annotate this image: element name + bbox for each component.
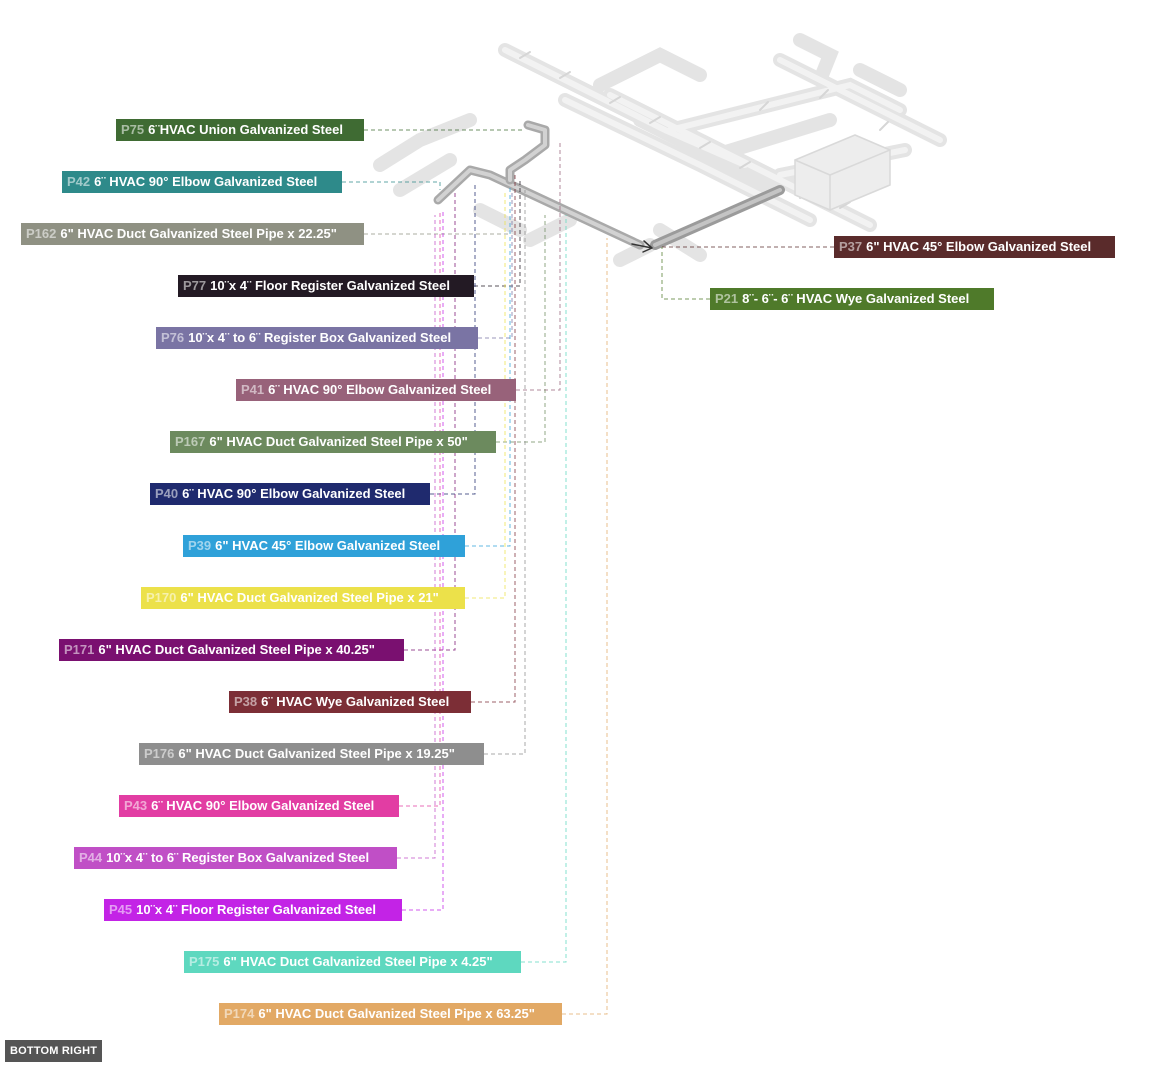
part-code: P75 bbox=[121, 122, 145, 137]
part-code: P77 bbox=[183, 278, 207, 293]
part-name: 6" HVAC 45° Elbow Galvanized Steel bbox=[866, 239, 1092, 254]
part-code: P76 bbox=[161, 330, 185, 345]
leader-p176 bbox=[484, 190, 526, 755]
part-name: 10¨x 4¨ Floor Register Galvanized Steel bbox=[210, 278, 450, 293]
background-ductwork bbox=[373, 33, 947, 267]
part-code: P167 bbox=[175, 434, 206, 449]
leader-p171 bbox=[404, 190, 456, 651]
leader-p162 bbox=[364, 233, 511, 235]
leader-p174 bbox=[562, 238, 608, 1015]
part-name: 6" HVAC Duct Galvanized Steel Pipe x 50" bbox=[209, 434, 468, 449]
part-name: 6¨ HVAC 90° Elbow Galvanized Steel bbox=[151, 798, 375, 813]
part-name: 6" HVAC Duct Galvanized Steel Pipe x 4.2… bbox=[223, 954, 493, 969]
leader-p45 bbox=[402, 210, 444, 911]
leader-p175 bbox=[521, 215, 567, 963]
part-name: 10¨x 4¨ to 6¨ Register Box Galvanized St… bbox=[188, 330, 452, 345]
part-name: 6¨ HVAC 90° Elbow Galvanized Steel bbox=[268, 382, 492, 397]
part-name: 6¨ HVAC 90° Elbow Galvanized Steel bbox=[182, 486, 406, 501]
leader-p41 bbox=[516, 140, 561, 391]
part-code: P41 bbox=[241, 382, 265, 397]
part-name: 6" HVAC Duct Galvanized Steel Pipe x 63.… bbox=[258, 1006, 535, 1021]
leader-p42 bbox=[342, 181, 441, 190]
part-code: P176 bbox=[144, 746, 175, 761]
leader-p77 bbox=[474, 178, 521, 287]
part-code: P162 bbox=[26, 226, 57, 241]
part-name: 6¨ HVAC Wye Galvanized Steel bbox=[261, 694, 450, 709]
part-code: P38 bbox=[234, 694, 258, 709]
leader-lines bbox=[342, 129, 834, 1015]
part-code: P45 bbox=[109, 902, 133, 917]
leader-p39 bbox=[465, 185, 511, 547]
part-code: P40 bbox=[155, 486, 179, 501]
part-code: P174 bbox=[224, 1006, 255, 1021]
equipment-unit bbox=[794, 134, 891, 211]
part-name: 10¨x 4¨ to 6¨ Register Box Galvanized St… bbox=[106, 850, 370, 865]
part-name: 8¨- 6¨- 6¨ HVAC Wye Galvanized Steel bbox=[742, 291, 970, 306]
leader-p170 bbox=[465, 190, 506, 599]
part-name: 6" HVAC 45° Elbow Galvanized Steel bbox=[215, 538, 441, 553]
part-name: 6" HVAC Duct Galvanized Steel Pipe x 40.… bbox=[98, 642, 375, 657]
leader-p44 bbox=[397, 215, 436, 859]
part-code: P171 bbox=[64, 642, 95, 657]
part-code: P175 bbox=[189, 954, 220, 969]
leader-p167 bbox=[496, 215, 546, 443]
part-code: P44 bbox=[79, 850, 103, 865]
highlighted-duct-run bbox=[433, 120, 785, 253]
part-name: 6¨HVAC Union Galvanized Steel bbox=[148, 122, 343, 137]
part-name: 6" HVAC Duct Galvanized Steel Pipe x 19.… bbox=[178, 746, 455, 761]
part-code: P170 bbox=[146, 590, 177, 605]
part-code: P21 bbox=[715, 291, 739, 306]
part-code: P42 bbox=[67, 174, 91, 189]
part-name: 6" HVAC Duct Galvanized Steel Pipe x 22.… bbox=[60, 226, 337, 241]
part-code: P39 bbox=[188, 538, 212, 553]
view-corner-label: BOTTOM RIGHT bbox=[5, 1040, 103, 1062]
part-code: P43 bbox=[124, 798, 148, 813]
leader-p40 bbox=[430, 185, 476, 495]
part-code: P37 bbox=[839, 239, 863, 254]
leader-p43 bbox=[399, 210, 441, 807]
leader-p38 bbox=[471, 175, 516, 703]
part-name: 6" HVAC Duct Galvanized Steel Pipe x 21" bbox=[180, 590, 439, 605]
part-name: 6¨ HVAC 90° Elbow Galvanized Steel bbox=[94, 174, 318, 189]
leader-p21 bbox=[661, 247, 710, 300]
part-name: 10¨x 4¨ Floor Register Galvanized Steel bbox=[136, 902, 376, 917]
